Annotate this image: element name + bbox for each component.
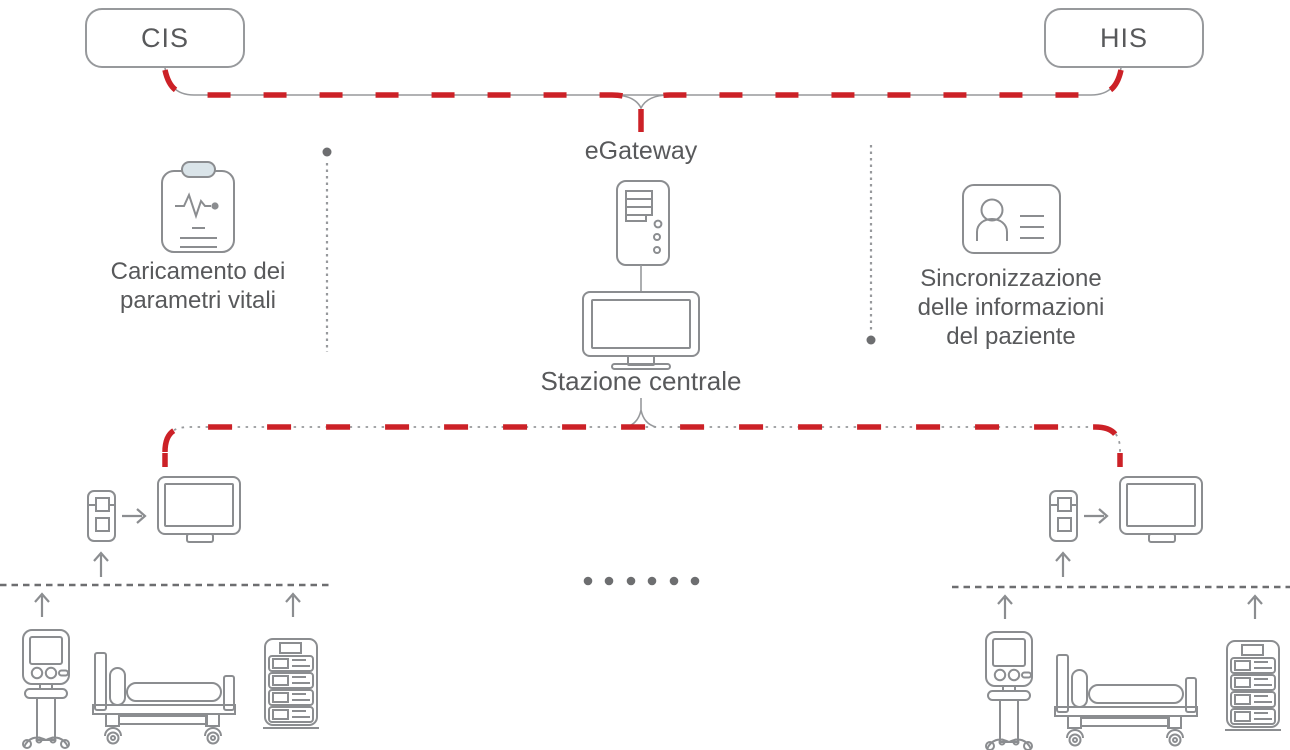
ward-network-right	[952, 585, 1290, 619]
egateway-server-icon	[616, 180, 670, 266]
vitals-upload-annotation: Caricamento dei parametri vitali	[83, 257, 313, 315]
central-station-monitors-link	[162, 424, 1123, 467]
vitals-clipboard-icon	[161, 161, 235, 253]
ventilator-icon-right	[985, 631, 1033, 750]
central-station-monitor-icon	[582, 291, 700, 370]
ventilator-icon-left	[22, 629, 70, 749]
annotation-line: parametri vitali	[119, 287, 277, 314]
up-arrow-icon	[997, 594, 1013, 619]
patient-id-card-icon	[962, 184, 1061, 254]
up-arrow-icon	[285, 592, 301, 617]
bedside-monitor-unit-right	[1048, 475, 1204, 579]
central-station-label: Stazione centrale	[540, 366, 742, 396]
cis-node: CIS	[85, 8, 245, 68]
patient-sync-flow-line	[866, 145, 876, 345]
hospital-bed-icon-left	[92, 652, 236, 745]
egateway-label: eGateway	[584, 137, 698, 165]
flow-dot	[322, 147, 332, 157]
flow-dot	[866, 335, 876, 345]
hospital-bed-icon-right	[1054, 654, 1198, 747]
vitals-sync-flow-line	[322, 147, 332, 352]
annotation-line: del paziente	[946, 323, 1076, 350]
his-node: HIS	[1044, 8, 1204, 68]
up-arrow-icon	[1247, 594, 1263, 619]
cis-label: CIS	[140, 22, 189, 53]
bedside-monitor-unit-left	[86, 475, 242, 579]
infusion-pump-rack-icon-left	[262, 638, 320, 729]
more-beds-ellipsis	[583, 576, 700, 586]
cis-his-egateway-link	[162, 67, 1124, 132]
his-label: HIS	[1099, 22, 1148, 53]
central-station-network-junction	[625, 398, 657, 428]
annotation-line: Caricamento dei	[110, 258, 286, 285]
ward-network-left	[0, 583, 330, 617]
up-arrow-icon	[34, 592, 50, 617]
annotation-line: Sincronizzazione	[920, 265, 1102, 292]
patient-sync-annotation: Sincronizzazione delle informazioni del …	[881, 264, 1141, 351]
infusion-pump-rack-icon-right	[1224, 640, 1282, 731]
annotation-line: delle informazioni	[917, 294, 1105, 321]
